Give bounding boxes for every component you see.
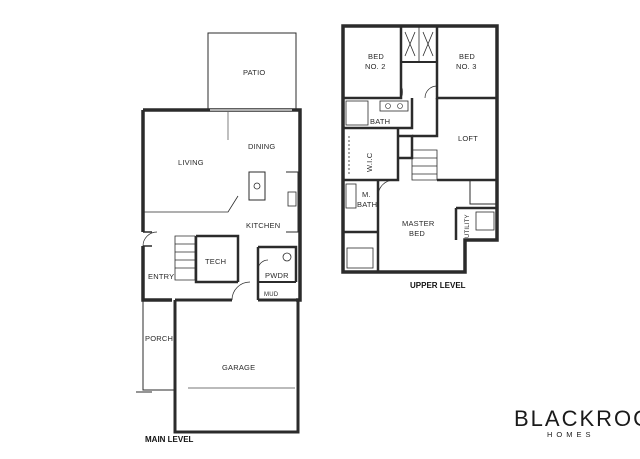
porch-outline — [142, 300, 175, 391]
main-level-title: MAIN LEVEL — [145, 435, 194, 444]
upper-exterior-walls — [341, 24, 499, 274]
bathtub — [345, 100, 369, 126]
stairs — [174, 235, 196, 281]
washer — [475, 211, 495, 231]
mbath-label-line1: M. — [362, 190, 371, 199]
living-divider — [143, 195, 239, 213]
kitchen-counter — [286, 171, 299, 233]
mbath-label-line2: BATH — [357, 200, 377, 209]
entry-label: ENTRY — [148, 272, 174, 281]
loft-walls — [412, 98, 497, 182]
stair-walls — [143, 231, 152, 247]
range — [287, 191, 297, 207]
utility-walls — [454, 206, 497, 240]
kitchen-island — [248, 171, 266, 201]
upper-level-title: UPPER LEVEL — [410, 281, 466, 290]
upper-stairs — [411, 149, 438, 181]
brand-logo-sub: HOMES — [547, 430, 595, 439]
kitchen-label: KITCHEN — [246, 221, 280, 230]
patio-label: PATIO — [243, 68, 265, 77]
bed3-label-line2: NO. 3 — [456, 62, 477, 71]
bed2-door — [400, 85, 403, 99]
mud-label: MUD — [264, 292, 279, 298]
entry-door — [142, 231, 158, 247]
master-label-line2: BED — [409, 229, 425, 238]
mbath-tub — [345, 183, 357, 209]
bath-vanity — [379, 100, 409, 112]
pwdr-door — [257, 259, 269, 271]
main-level-plan — [136, 32, 302, 434]
toilet-pwdr — [282, 252, 292, 262]
bath-sink-1 — [385, 103, 391, 109]
master-door — [377, 179, 395, 197]
bed2-label-line2: NO. 2 — [365, 62, 386, 71]
bath-walls — [343, 98, 414, 130]
upper-level-plan — [341, 24, 499, 274]
loft-closet — [469, 180, 497, 205]
tech-walls — [194, 234, 240, 284]
dining-label: DINING — [248, 142, 275, 151]
bath-sink-2 — [397, 103, 403, 109]
tech-label: TECH — [205, 257, 226, 266]
mbath-shower — [346, 247, 374, 269]
sink — [253, 182, 261, 190]
bed2-label-line1: BED — [368, 52, 384, 61]
brand-logo-name: BLACKROCK — [514, 406, 640, 431]
closets — [401, 25, 437, 63]
bed3-label-line1: BED — [459, 52, 475, 61]
bed3-door — [424, 85, 438, 99]
wic-label: W.I.C — [365, 152, 374, 172]
mbath-walls — [343, 180, 380, 272]
wic-walls — [343, 128, 400, 182]
living-label: LIVING — [178, 158, 204, 167]
mud-door — [231, 281, 251, 301]
garage-label: GARAGE — [222, 363, 255, 372]
loft-label: LOFT — [458, 134, 478, 143]
master-label-line1: MASTER — [402, 219, 435, 228]
garage-walls — [173, 298, 300, 434]
porch-label: PORCH — [145, 334, 173, 343]
pwdr-walls — [256, 245, 298, 300]
stair-wall-upper — [398, 134, 414, 160]
utility-label: UTILITY — [465, 214, 471, 238]
pwdr-label: PWDR — [265, 271, 289, 280]
bath-label: BATH — [370, 117, 390, 126]
